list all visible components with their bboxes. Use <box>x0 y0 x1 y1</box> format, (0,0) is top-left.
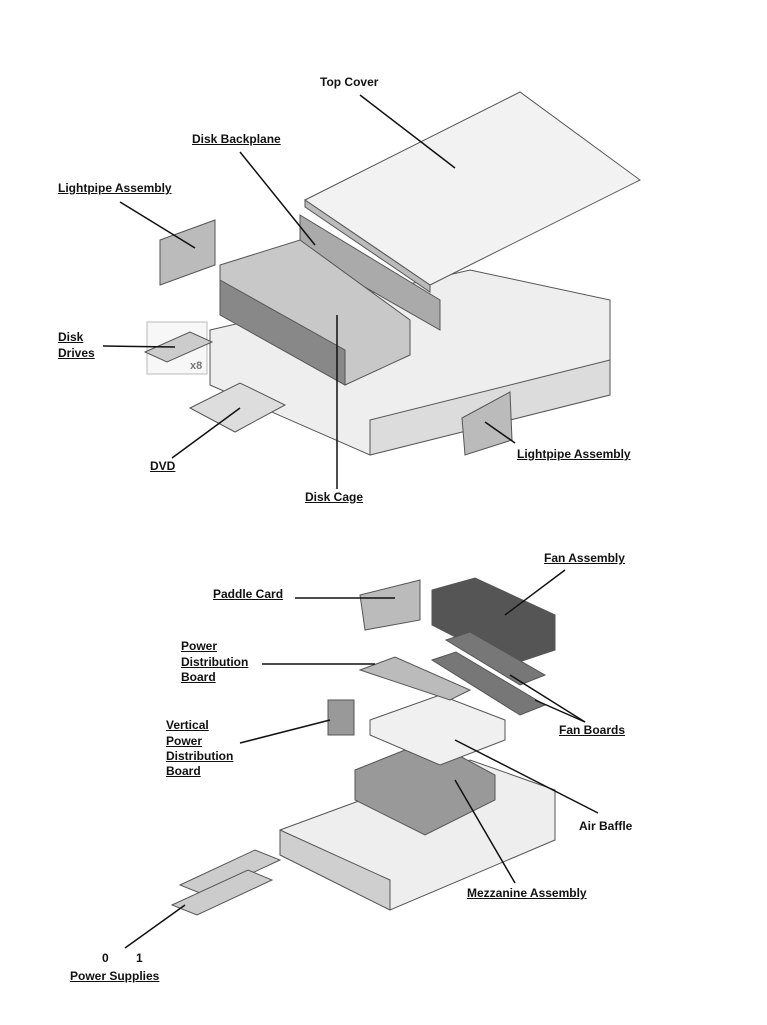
label-paddle-card: Paddle Card <box>213 587 284 601</box>
label-fan-boards: Fan Boards <box>559 723 626 737</box>
label-power-supply-0: 0 <box>102 951 109 965</box>
label-disk-drives-line1: Disk <box>58 330 84 344</box>
lightpipe-left-shape <box>159 219 216 286</box>
label-drive-count: x8 <box>190 360 203 372</box>
disk-backplane-shape <box>299 214 441 331</box>
label-pdb-line2: Distribution <box>181 655 249 669</box>
label-pdb-line1: Power <box>181 639 218 653</box>
label-disk-drives-line2: Drives <box>58 346 95 360</box>
fan-board-1 <box>444 631 547 686</box>
label-top-cover: Top Cover <box>320 75 379 89</box>
label-vpdb-line2: Power <box>166 734 203 748</box>
paddle-card-shape <box>359 579 421 631</box>
label-fan-assembly: Fan Assembly <box>544 551 625 565</box>
label-vpdb-line4: Board <box>166 764 201 778</box>
label-air-baffle: Air Baffle <box>579 819 633 833</box>
label-lightpipe-assembly-right: Lightpipe Assembly <box>517 447 631 461</box>
label-disk-backplane: Disk Backplane <box>192 132 281 146</box>
fan-assembly-shape <box>431 577 556 666</box>
power-supply-0 <box>178 849 282 896</box>
dvd-shape <box>188 382 287 433</box>
label-vpdb-line3: Distribution <box>166 749 234 763</box>
pdb-shape <box>358 656 472 701</box>
power-supply-1 <box>170 869 274 916</box>
label-power-supply-1: 1 <box>136 951 143 965</box>
label-disk-cage: Disk Cage <box>305 490 364 504</box>
label-lightpipe-assembly-left: Lightpipe Assembly <box>58 181 172 195</box>
label-dvd: DVD <box>150 459 176 473</box>
label-pdb-line3: Board <box>181 670 216 684</box>
label-power-supplies: Power Supplies <box>70 969 160 983</box>
label-mezzanine-assembly: Mezzanine Assembly <box>467 886 587 900</box>
vpdb-shape <box>327 699 355 736</box>
label-vpdb-line1: Vertical <box>166 718 209 732</box>
leader-lines <box>102 94 599 949</box>
